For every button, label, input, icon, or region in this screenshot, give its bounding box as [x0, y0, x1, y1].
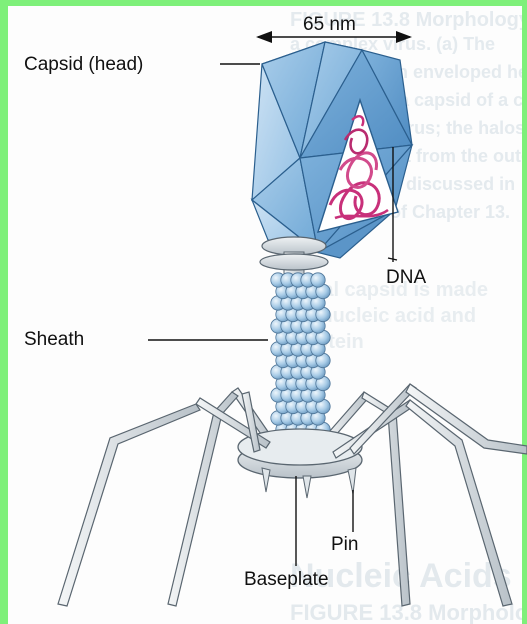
- sheath-tube: [271, 273, 330, 448]
- capsid-label: Capsid (head): [24, 55, 143, 74]
- sheath-label: Sheath: [24, 330, 84, 349]
- sheath-bead: [311, 273, 325, 287]
- pin-label: Pin: [331, 535, 358, 554]
- width-label: 65 nm: [303, 15, 356, 34]
- dna-label: DNA: [386, 268, 426, 287]
- baseplate-label: Baseplate: [244, 570, 329, 589]
